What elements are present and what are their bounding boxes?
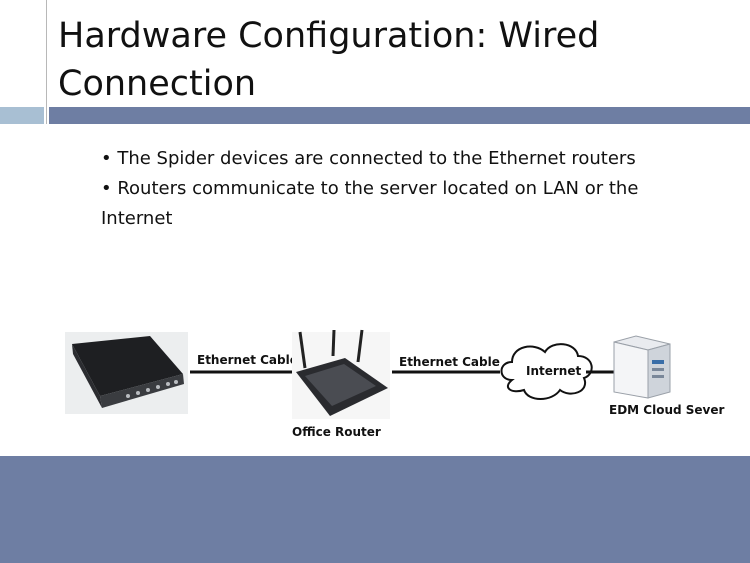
spider-device-image xyxy=(65,332,188,414)
internet-cloud-icon xyxy=(500,343,593,400)
office-router-label: Office Router xyxy=(292,425,381,439)
ethernet-cable-label-1: Ethernet Cable xyxy=(197,353,298,367)
title-accent-bar-right xyxy=(49,107,750,124)
bullet-item: • The Spider devices are connected to th… xyxy=(101,148,636,169)
bullet-item: • Routers communicate to the server loca… xyxy=(101,178,639,229)
server-label: EDM Cloud Sever xyxy=(609,403,724,417)
bullet-list: • The Spider devices are connected to th… xyxy=(101,144,641,234)
title-divider-line xyxy=(46,0,47,124)
internet-label: Internet xyxy=(526,364,581,378)
ethernet-cable-label-2: Ethernet Cable xyxy=(399,355,500,369)
title-accent-bar-left xyxy=(0,107,44,124)
slide-title: Hardware Configuration: Wired Connection xyxy=(58,16,600,104)
server-icon xyxy=(613,335,671,399)
office-router-image xyxy=(292,329,390,419)
footer-band xyxy=(0,456,750,563)
network-diagram: Ethernet Cable Office Router Ethernet Ca… xyxy=(65,329,724,439)
